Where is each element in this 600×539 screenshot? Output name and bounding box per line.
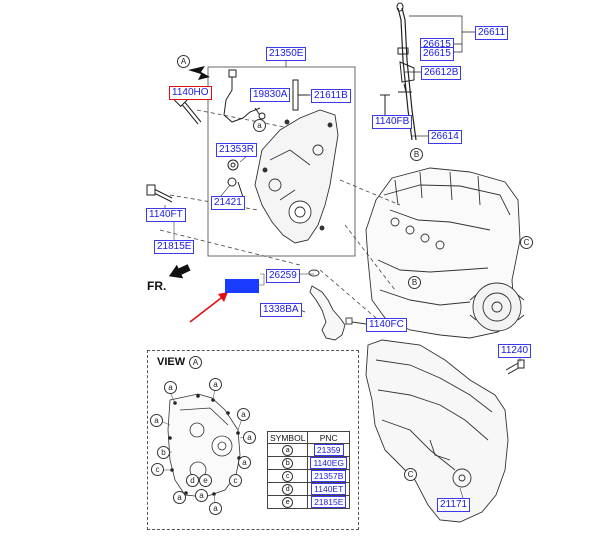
table-row: a 21359 [266, 443, 350, 457]
engine-block [365, 167, 525, 339]
sensor-cable [223, 69, 266, 123]
pnc-link-1140et[interactable]: 1140ET [311, 483, 347, 495]
marker-b-low: B [408, 276, 421, 289]
table-header-symbol: SYMBOL [266, 431, 309, 444]
view-callout-a-3: a [150, 414, 163, 427]
part-label-26611[interactable]: 26611 [475, 26, 509, 40]
part-label-26250-highlighted[interactable]: 26250 [225, 279, 259, 293]
part-label-1140fb[interactable]: 1140FB [372, 115, 413, 129]
symbol-e: e [282, 497, 294, 508]
view-callout-e: e [199, 474, 212, 487]
view-callout-a-8: a [209, 502, 222, 515]
marker-a-small: a [253, 119, 266, 132]
part-label-1140ho[interactable]: 1140HO [169, 86, 212, 100]
view-callout-a-6: a [238, 456, 251, 469]
red-pointer-arrow [189, 292, 228, 323]
view-callout-a-4: a [237, 408, 250, 421]
view-ref-marker: A [189, 356, 202, 369]
table-row: c 21357B [266, 469, 350, 483]
view-a-inset [147, 350, 359, 530]
symbol-c: c [282, 471, 294, 482]
view-callout-d: d [186, 474, 199, 487]
part-label-26259[interactable]: 26259 [266, 269, 300, 283]
view-callout-a-1: a [164, 381, 177, 394]
view-callout-c-1: c [151, 463, 164, 476]
symbol-a: a [282, 445, 294, 456]
view-callout-b: b [157, 446, 170, 459]
oil-pickup [295, 269, 367, 341]
marker-c-right: C [520, 236, 533, 249]
view-a-bolt-dots [168, 394, 241, 496]
timing-cover-body [254, 109, 339, 244]
view-callout-a-2: a [209, 378, 222, 391]
view-callout-a-7: a [173, 491, 186, 504]
front-direction-label: FR. [147, 279, 167, 293]
part-label-19830a[interactable]: 19830A [250, 88, 291, 102]
part-label-1140ft[interactable]: 1140FT [146, 208, 186, 222]
bolt-1140ft-drawing [146, 184, 173, 212]
part-label-21350e[interactable]: 21350E [266, 47, 307, 61]
marker-a-top: A [177, 55, 190, 68]
table-row: d 1140ET [266, 482, 350, 496]
table-header-pnc: PNC [307, 431, 350, 444]
view-callout-a-5: a [243, 431, 256, 444]
marker-c-low: C [404, 468, 417, 481]
pnc-link-1140eg[interactable]: 1140EG [310, 457, 347, 469]
table-row: b 1140EG [266, 456, 350, 470]
part-label-21171[interactable]: 21171 [437, 498, 471, 512]
part-label-21353r[interactable]: 21353R [216, 143, 258, 157]
fr-arrow [168, 264, 191, 279]
part-label-21611b[interactable]: 21611B [311, 89, 351, 103]
part-label-1140fc[interactable]: 1140FC [366, 318, 407, 332]
part-label-21815e[interactable]: 21815E [154, 240, 195, 254]
seals [227, 159, 245, 201]
symbol-d: d [282, 484, 294, 495]
marker-b-mid: B [410, 148, 423, 161]
view-callout-a-9: a [195, 489, 208, 502]
table-row: e 21815E [266, 495, 350, 509]
symbol-b: b [282, 458, 294, 469]
symbol-pnc-table: SYMBOL PNC a 21359 b 1140EG c 21357B d 1… [266, 431, 350, 509]
part-label-26615-b[interactable]: 26615 [420, 47, 454, 61]
pnc-link-21815e[interactable]: 21815E [311, 496, 347, 508]
view-a-arrow [188, 66, 210, 80]
view-title: VIEW [157, 356, 186, 368]
view-callout-c-2: c [229, 474, 242, 487]
bolt-11240-drawing [505, 359, 525, 375]
pnc-link-21359[interactable]: 21359 [313, 444, 344, 456]
part-label-1338ba[interactable]: 1338BA [260, 303, 302, 317]
oil-pan [365, 339, 509, 523]
part-label-21421[interactable]: 21421 [211, 196, 245, 210]
part-label-26614[interactable]: 26614 [428, 130, 462, 144]
part-label-26612b[interactable]: 26612B [421, 66, 462, 80]
pnc-link-21357b[interactable]: 21357B [311, 470, 347, 482]
part-label-11240[interactable]: 11240 [498, 344, 532, 358]
